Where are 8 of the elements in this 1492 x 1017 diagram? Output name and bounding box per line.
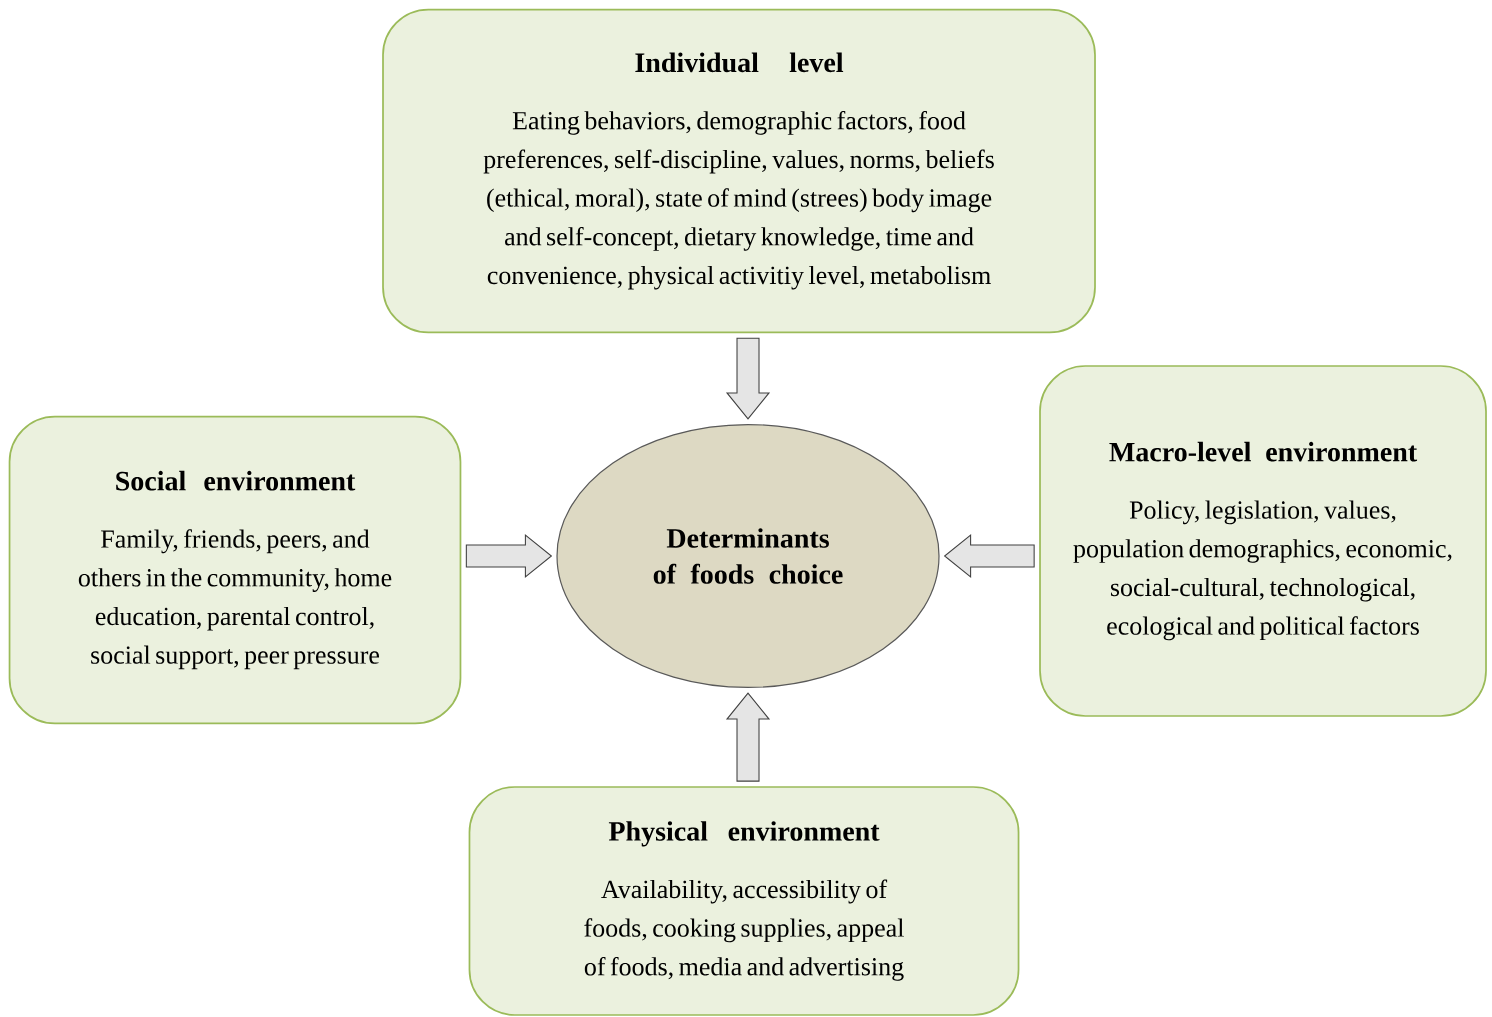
rounded-box: Macro-level environment Policy, legislation, values, population demographics, economic, social-cultural, technological, ecological and political factors bbox=[1039, 365, 1487, 717]
block-arrow bbox=[725, 337, 771, 420]
rounded-box: Social environment Family, friends, peers, and others in the community, home education, parental control, social support, peer pressure bbox=[8, 415, 462, 725]
block-arrow bbox=[465, 533, 553, 579]
rounded-box: Physical environment Availability, accessibility of foods, cooking supplies, appeal of foods, media and advertising bbox=[468, 786, 1020, 1016]
rounded-box: Individual level Eating behaviors, demographic factors, food preferences, self-discipline, values, norms, beliefs (ethical, moral), state of mind (strees) body image and self-concept, dietary knowledge, time and convenience, physical activitiy level, metabolism bbox=[382, 8, 1096, 334]
block-arrow bbox=[725, 692, 771, 782]
block-arrow bbox=[943, 533, 1035, 579]
